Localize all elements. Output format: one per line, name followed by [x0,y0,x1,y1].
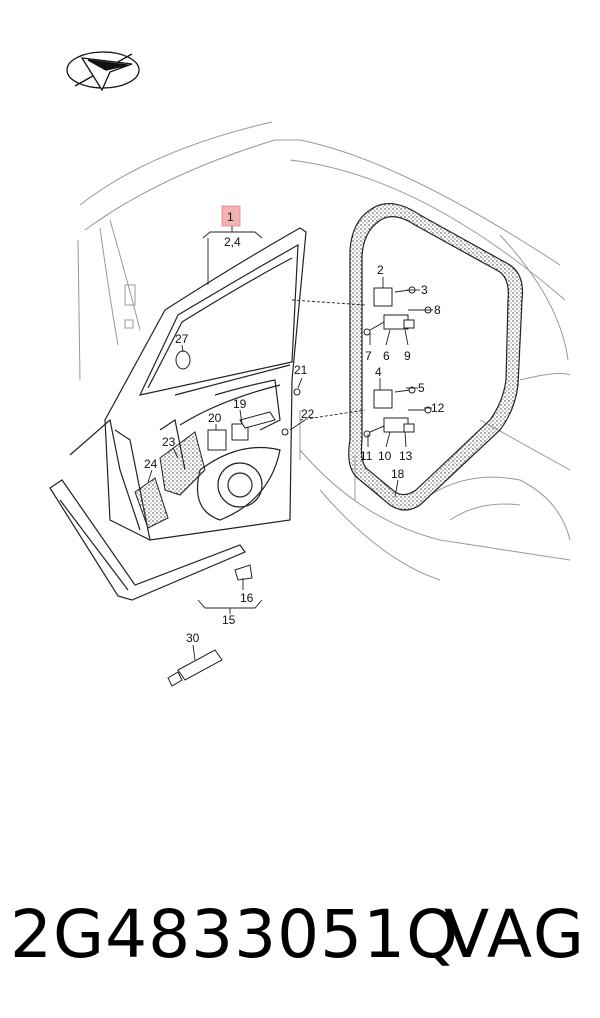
damping-pad-24 [134,477,169,529]
highlight-box [221,205,241,227]
bracket-16 [234,564,253,581]
door-lock-parts [175,350,301,451]
damping-pad-23 [159,431,206,496]
part-number: 2G4833051Q [10,896,460,973]
label-7: 7 [365,349,372,363]
footer: 2G4833051Q VAG [0,880,600,990]
label-6: 6 [383,349,390,363]
exploded-parts-diagram: 1 2,4 2 3 8 7 6 9 4 5 12 11 10 13 18 21 … [49,51,571,687]
door-seal [348,203,524,511]
label-16: 16 [240,591,254,605]
brand-name: VAG [443,896,586,973]
door-panel [69,227,307,541]
label-10: 10 [378,449,392,463]
label-11: 11 [360,449,373,463]
part-labels: 1 2,4 2 3 8 7 6 9 4 5 12 11 10 13 18 21 … [144,210,445,645]
label-8: 8 [434,303,441,317]
label-21: 21 [294,363,308,377]
leader-lines [147,226,433,661]
label-2-4: 2,4 [224,235,241,249]
label-9: 9 [404,349,411,363]
grease-tube [167,649,223,687]
label-30: 30 [186,631,200,645]
label-20: 20 [208,411,222,425]
label-23: 23 [162,435,176,449]
label-2: 2 [377,263,384,277]
label-15: 15 [222,613,236,627]
label-3: 3 [421,283,428,297]
label-24: 24 [144,457,158,471]
label-27: 27 [175,332,189,346]
label-4: 4 [375,365,382,379]
car-body-outline [77,121,571,581]
label-19: 19 [233,397,247,411]
hinge-lower [363,386,432,438]
label-13: 13 [399,449,413,463]
label-1: 1 [227,210,234,224]
arrow-compass-icon [66,51,140,92]
label-22: 22 [301,407,315,421]
label-5: 5 [418,381,425,395]
sill-trim [49,479,246,601]
label-12: 12 [431,401,445,415]
label-18: 18 [391,467,405,481]
